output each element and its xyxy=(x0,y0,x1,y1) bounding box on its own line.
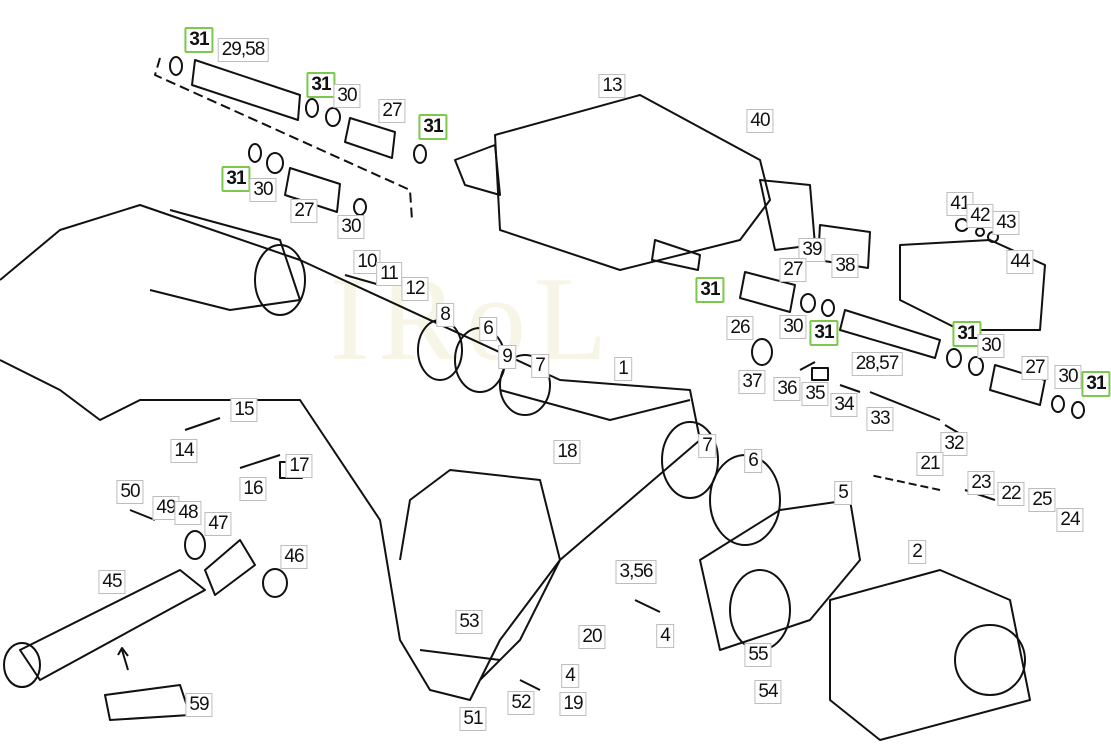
callout-label: 55 xyxy=(744,643,772,667)
callout-label-highlighted[interactable]: 31 xyxy=(418,114,448,140)
callout-label: 27 xyxy=(378,99,406,123)
callout-label: 33 xyxy=(866,407,894,431)
callout-label: 29,58 xyxy=(217,38,269,62)
callout-label: 4 xyxy=(656,624,674,648)
callout-label: 43 xyxy=(992,211,1020,235)
callout-label: 32 xyxy=(940,432,968,456)
callout-label: 30 xyxy=(779,315,807,339)
callout-label: 45 xyxy=(98,570,126,594)
callout-label: 49 xyxy=(152,496,180,520)
callout-label: 3,56 xyxy=(615,560,657,584)
callout-label: 16 xyxy=(239,477,267,501)
callout-label: 30 xyxy=(249,178,277,202)
callout-label: 6 xyxy=(479,317,497,341)
callout-label: 27 xyxy=(779,258,807,282)
callout-label: 40 xyxy=(746,109,774,133)
callout-label: 2 xyxy=(908,540,926,564)
callout-label: 30 xyxy=(977,334,1005,358)
hydraulic-cylinder xyxy=(19,569,206,681)
callout-label: 27 xyxy=(290,199,318,223)
callout-label: 17 xyxy=(285,454,313,478)
axle-housing xyxy=(699,499,861,651)
callout-label-highlighted[interactable]: 31 xyxy=(1081,371,1111,397)
callout-label: 26 xyxy=(726,316,754,340)
callout-label: 34 xyxy=(830,393,858,417)
callout-label: 35 xyxy=(801,382,829,406)
callout-label: 54 xyxy=(754,680,782,704)
callout-label: 41 xyxy=(946,192,974,216)
callout-label: 15 xyxy=(230,398,258,422)
callout-label: 6 xyxy=(744,449,762,473)
callout-label: 30 xyxy=(333,84,361,108)
callout-label-highlighted[interactable]: 31 xyxy=(184,27,214,53)
pump-drive-shaft xyxy=(839,309,941,359)
callout-label: 30 xyxy=(1054,365,1082,389)
callout-label: 14 xyxy=(170,439,198,463)
callout-label: 10 xyxy=(353,250,381,274)
callout-label: 50 xyxy=(116,480,144,504)
callout-label: 38 xyxy=(831,254,859,278)
callout-label: 13 xyxy=(598,74,626,98)
callout-label: 51 xyxy=(459,707,487,731)
callout-label-highlighted[interactable]: 31 xyxy=(952,321,982,347)
callout-label: 1 xyxy=(614,357,632,381)
callout-label: 18 xyxy=(553,440,581,464)
decal xyxy=(104,684,191,721)
callout-label: 19 xyxy=(559,692,587,716)
callout-label: 22 xyxy=(997,482,1025,506)
callout-label: 27 xyxy=(1021,356,1049,380)
callout-label: 47 xyxy=(204,512,232,536)
transfer-gearbox xyxy=(494,94,771,271)
group-bracket xyxy=(154,57,413,221)
callout-label: 36 xyxy=(773,377,801,401)
callout-label: 52 xyxy=(507,691,535,715)
callout-label: 48 xyxy=(174,501,202,525)
callout-label-highlighted[interactable]: 31 xyxy=(695,277,725,303)
callout-label: 46 xyxy=(280,545,308,569)
callout-label: 23 xyxy=(967,471,995,495)
callout-label-highlighted[interactable]: 31 xyxy=(221,166,251,192)
callout-label: 9 xyxy=(498,345,516,369)
callout-label: 8 xyxy=(436,303,454,327)
callout-label: 24 xyxy=(1056,508,1084,532)
callout-label: 44 xyxy=(1006,250,1034,274)
callout-label: 21 xyxy=(916,452,944,476)
final-drive xyxy=(829,569,1031,741)
callout-label: 42 xyxy=(966,204,994,228)
callout-label-highlighted[interactable]: 31 xyxy=(809,320,839,346)
drive-shaft xyxy=(191,59,301,121)
callout-label: 7 xyxy=(531,354,549,378)
callout-label: 7 xyxy=(698,434,716,458)
callout-label: 5 xyxy=(834,481,852,505)
callout-label: 12 xyxy=(401,277,429,301)
coupling-sleeve xyxy=(344,117,396,159)
callout-label: 30 xyxy=(337,215,365,239)
callout-label: 4 xyxy=(561,664,579,688)
snap-ring xyxy=(169,56,183,76)
callout-label: 59 xyxy=(185,693,213,717)
callout-label: 37 xyxy=(738,370,766,394)
callout-label: 20 xyxy=(578,625,606,649)
callout-label: 25 xyxy=(1028,488,1056,512)
callout-label: 28,57 xyxy=(851,352,903,376)
callout-label: 11 xyxy=(376,262,402,286)
callout-label-highlighted[interactable]: 31 xyxy=(306,72,336,98)
callout-label: 53 xyxy=(455,610,483,634)
